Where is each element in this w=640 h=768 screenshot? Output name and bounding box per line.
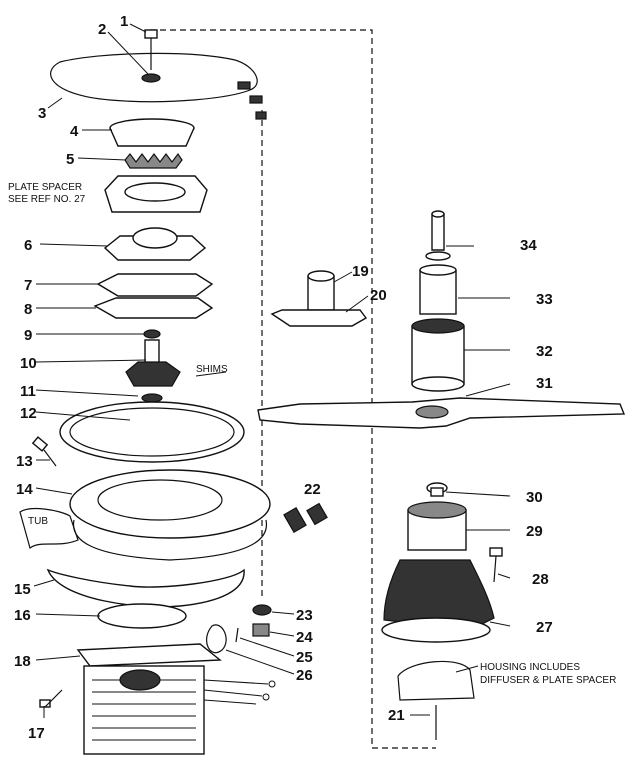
- part-28-bolt: [489, 547, 503, 583]
- callout-25: 25: [296, 649, 313, 666]
- part-34-nozzle: [425, 210, 451, 261]
- callout-18: 18: [14, 653, 31, 670]
- callout-23: 23: [296, 607, 313, 624]
- callout-28: 28: [532, 571, 549, 588]
- part-22-clip: [283, 502, 328, 533]
- part-30-cap: [426, 482, 448, 497]
- part-26-clamp: [206, 624, 227, 654]
- part-4-cover: [109, 118, 195, 147]
- part-33-tube: [419, 264, 457, 315]
- part-15-filter: [46, 568, 245, 608]
- part-27-housing: [381, 559, 495, 643]
- part-23-grommet: [252, 604, 272, 616]
- part-29-collar: [407, 501, 467, 551]
- part-5-gear: [124, 152, 183, 169]
- callout-9: 9: [24, 327, 32, 344]
- part-14-pump-base: [69, 469, 271, 561]
- callout-34: 34: [520, 237, 537, 254]
- callout-24: 24: [296, 629, 313, 646]
- leader-lines: [33, 23, 511, 718]
- tub-label: TUB: [28, 516, 48, 527]
- plate-spacer-note-line2: SEE REF NO. 27: [8, 194, 86, 205]
- part-18-motor: [76, 643, 222, 755]
- callout-21: 21: [388, 707, 405, 724]
- shims-label: SHIMS: [196, 364, 228, 375]
- callout-29: 29: [526, 523, 543, 540]
- part-8-gasket: [93, 297, 214, 319]
- part-6-bearing-plate: [103, 227, 207, 261]
- part-3-wire-ring: [50, 52, 258, 103]
- plate-spacer-note-line1: PLATE SPACER: [8, 182, 82, 193]
- callout-14: 14: [16, 481, 33, 498]
- callout-2: 2: [98, 21, 106, 38]
- part-9-seal: [143, 329, 161, 339]
- callout-17: 17: [28, 725, 45, 742]
- spray-arm-hub: [415, 405, 449, 419]
- callout-30: 30: [526, 489, 543, 506]
- part-32-tube: [411, 318, 465, 392]
- motor-wires: [203, 679, 276, 705]
- callout-32: 32: [536, 343, 553, 360]
- plate-spacer: [104, 175, 208, 213]
- callout-5: 5: [66, 151, 74, 168]
- pump-housing-ring: [59, 401, 245, 463]
- callout-8: 8: [24, 301, 32, 318]
- part-1-screw: [144, 29, 158, 70]
- callout-33: 33: [536, 291, 553, 308]
- part-17-screw: [39, 689, 63, 708]
- diagram-notes: PLATE SPACER SEE REF NO. 27 SHIMS TUB HO…: [8, 182, 616, 686]
- callout-31: 31: [536, 375, 553, 392]
- callout-11: 11: [20, 383, 36, 400]
- part-20-support: [270, 309, 368, 327]
- callout-10: 10: [20, 355, 37, 372]
- callout-20: 20: [370, 287, 387, 304]
- callout-4: 4: [70, 123, 79, 140]
- callout-7: 7: [24, 277, 32, 294]
- callout-26: 26: [296, 667, 313, 684]
- part-13-bolt: [31, 436, 57, 467]
- part-11-shim: [141, 393, 163, 403]
- callout-numbers: 1 2 3 4 5 6 7 8 9 10 11 12 13 14 15 16 1…: [14, 13, 553, 742]
- housing-note-line1: HOUSING INCLUDES: [480, 662, 580, 673]
- assembly-guide-lines: [150, 29, 436, 749]
- callout-1: 1: [120, 13, 128, 30]
- part-2-washer: [141, 73, 161, 83]
- tub-section: [19, 508, 79, 550]
- part-10-impeller: [125, 339, 181, 387]
- housing-note-line2: DIFFUSER & PLATE SPACER: [480, 675, 616, 686]
- callout-13: 13: [16, 453, 33, 470]
- callout-15: 15: [14, 581, 31, 598]
- callout-19: 19: [352, 263, 369, 280]
- part-19-bearing: [307, 270, 335, 311]
- part-25-screw: [235, 627, 239, 643]
- part-16-plate: [97, 603, 187, 629]
- part-3-wire-terminals: [237, 81, 267, 120]
- callout-27: 27: [536, 619, 553, 636]
- callout-16: 16: [14, 607, 31, 624]
- diffuser: [397, 660, 475, 701]
- part-24-valve: [252, 623, 270, 637]
- callout-6: 6: [24, 237, 32, 254]
- callout-22: 22: [304, 481, 321, 498]
- callout-3: 3: [38, 105, 46, 122]
- part-7-gasket: [96, 273, 214, 297]
- callout-12: 12: [20, 405, 37, 422]
